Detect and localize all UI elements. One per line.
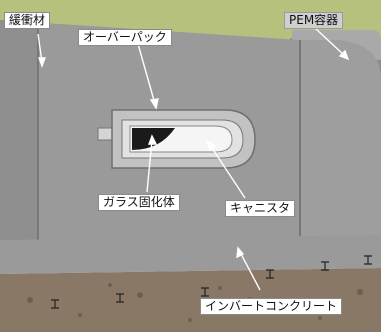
invert-concrete-top (0, 235, 381, 274)
rail-marks (51, 255, 372, 309)
leader-lines (37, 27, 350, 291)
label-buffer: 緩衝材 (4, 12, 51, 29)
buffer-left-slab (0, 20, 38, 240)
label-pem-container: PEM容器 (284, 12, 344, 29)
pem-container-front (300, 40, 381, 240)
label-overpack: オーバーパック (78, 29, 172, 46)
label-canister: キャニスタ (225, 200, 296, 217)
rock-floor (0, 268, 381, 332)
label-vitrified-waste: ガラス固化体 (98, 194, 180, 211)
label-invert-concrete: インバートコンクリート (200, 298, 343, 315)
overpack (97, 109, 256, 169)
rock-texture (27, 283, 363, 322)
